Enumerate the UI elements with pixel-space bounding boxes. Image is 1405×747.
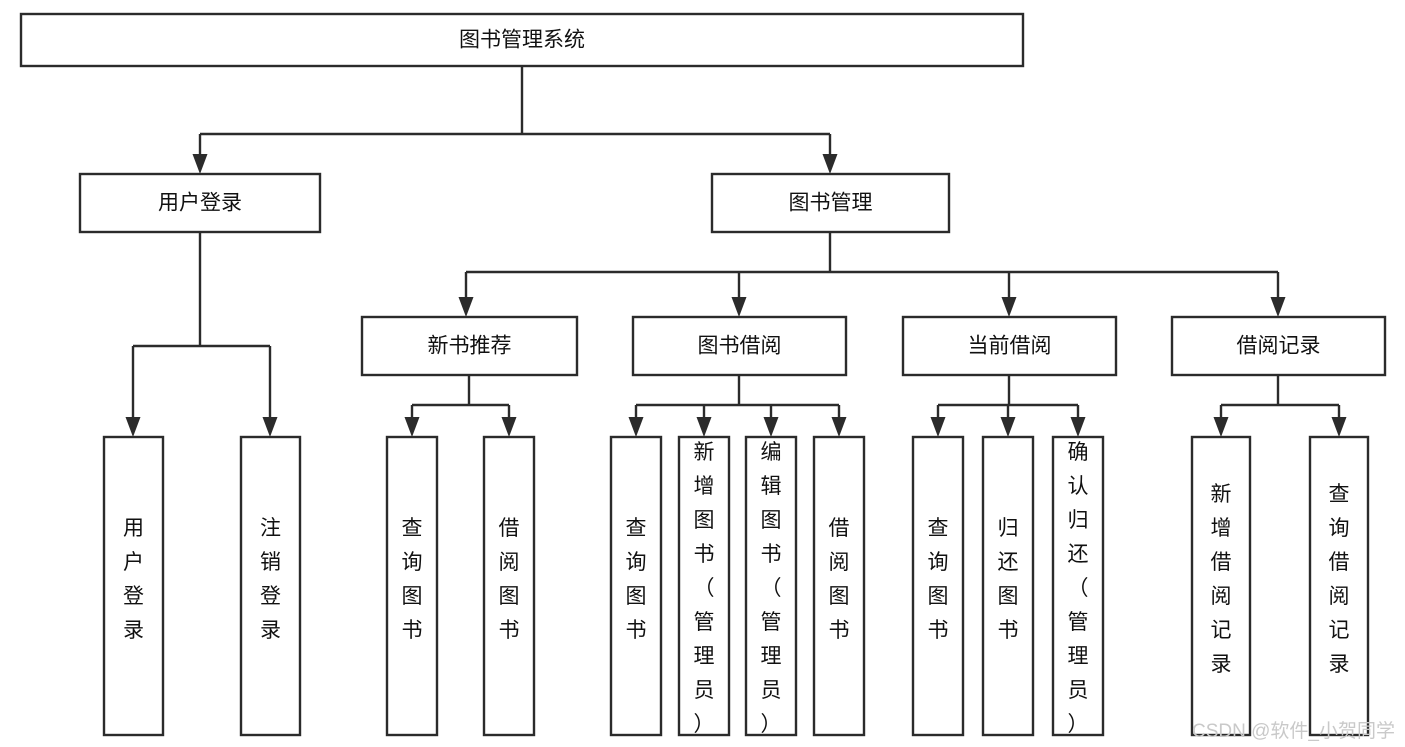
node-leaf-borrow-book[interactable]: 借阅图书 <box>812 435 866 737</box>
node-leaf-return-book[interactable]: 归还图书 <box>981 435 1035 737</box>
node-box-leaf-confirm-return-admin[interactable] <box>1051 435 1105 737</box>
node-label-leaf-borrow-book: 借阅图书 <box>829 517 850 642</box>
node-leaf-query-borrow-record[interactable]: 查询借阅记录 <box>1308 435 1370 737</box>
node-root[interactable]: 图书管理系统 <box>19 12 1025 68</box>
arrowhead-icon <box>1000 417 1016 437</box>
connector-book-borrow <box>628 375 847 437</box>
arrowhead-icon <box>1213 417 1229 437</box>
node-leaf-query-book-current[interactable]: 查询图书 <box>911 435 965 737</box>
node-box-leaf-add-borrow-record[interactable] <box>1190 435 1252 737</box>
node-box-book-management[interactable] <box>710 172 951 234</box>
node-label-leaf-query-book-current: 查询图书 <box>928 517 949 642</box>
node-box-root[interactable] <box>19 12 1025 68</box>
node-label-root: 图书管理系统 <box>459 29 585 52</box>
node-label-leaf-borrow-book-recommend: 借阅图书 <box>499 517 520 642</box>
arrowhead-icon <box>1270 297 1286 317</box>
node-leaf-add-borrow-record[interactable]: 新增借阅记录 <box>1190 435 1252 737</box>
arrowhead-icon <box>822 154 838 174</box>
connector-user-login <box>125 232 278 437</box>
csdn-watermark: CSDN @软件_小贺同学 <box>1192 720 1395 742</box>
node-box-leaf-query-book-recommend[interactable] <box>385 435 439 737</box>
node-leaf-logout[interactable]: 注销登录 <box>239 435 302 737</box>
node-leaf-query-book-borrow[interactable]: 查询图书 <box>609 435 663 737</box>
arrowhead-icon <box>696 417 712 437</box>
node-label-leaf-return-book: 归还图书 <box>998 517 1019 642</box>
arrowhead-icon <box>192 154 208 174</box>
arrowhead-icon <box>628 417 644 437</box>
node-layer: 图书管理系统用户登录图书管理新书推荐图书借阅当前借阅借阅记录用户登录注销登录查询… <box>19 12 1387 737</box>
node-box-leaf-borrow-book-recommend[interactable] <box>482 435 536 737</box>
arrowhead-icon <box>458 297 474 317</box>
connector-current-borrow <box>930 375 1086 437</box>
arrowhead-icon <box>1001 297 1017 317</box>
node-book-borrow[interactable]: 图书借阅 <box>631 315 848 377</box>
node-leaf-query-book-recommend[interactable]: 查询图书 <box>385 435 439 737</box>
node-box-user-login[interactable] <box>78 172 322 234</box>
node-label-leaf-add-borrow-record: 新增借阅记录 <box>1211 483 1232 676</box>
node-leaf-borrow-book-recommend[interactable]: 借阅图书 <box>482 435 536 737</box>
arrowhead-icon <box>501 417 517 437</box>
node-box-leaf-user-login[interactable] <box>102 435 165 737</box>
node-label-current-borrow: 当前借阅 <box>968 335 1052 358</box>
node-leaf-add-book-admin[interactable]: 新增图书（管理员） <box>677 435 731 737</box>
node-box-leaf-edit-book-admin[interactable] <box>744 435 798 737</box>
node-label-leaf-edit-book-admin: 编辑图书（管理员） <box>761 441 782 736</box>
node-label-leaf-confirm-return-admin: 确认归还（管理员） <box>1068 441 1089 736</box>
connector-book-management <box>458 232 1286 317</box>
node-box-leaf-query-book-current[interactable] <box>911 435 965 737</box>
node-label-leaf-logout: 注销登录 <box>260 517 281 642</box>
node-leaf-edit-book-admin[interactable]: 编辑图书（管理员） <box>744 435 798 737</box>
node-leaf-confirm-return-admin[interactable]: 确认归还（管理员） <box>1051 435 1105 737</box>
node-current-borrow[interactable]: 当前借阅 <box>901 315 1118 377</box>
node-label-leaf-query-borrow-record: 查询借阅记录 <box>1329 483 1350 676</box>
node-box-leaf-query-book-borrow[interactable] <box>609 435 663 737</box>
node-box-book-borrow[interactable] <box>631 315 848 377</box>
node-label-book-borrow: 图书借阅 <box>698 335 782 358</box>
node-book-management[interactable]: 图书管理 <box>710 172 951 234</box>
node-label-user-login: 用户登录 <box>158 192 242 215</box>
arrowhead-icon <box>1070 417 1086 437</box>
node-label-new-book-recommend: 新书推荐 <box>428 335 512 358</box>
arrowhead-icon <box>930 417 946 437</box>
arrowhead-icon <box>831 417 847 437</box>
node-box-leaf-logout[interactable] <box>239 435 302 737</box>
node-leaf-user-login[interactable]: 用户登录 <box>102 435 165 737</box>
node-box-leaf-borrow-book[interactable] <box>812 435 866 737</box>
connector-borrow-record <box>1213 375 1347 437</box>
node-new-book-recommend[interactable]: 新书推荐 <box>360 315 579 377</box>
connector-root <box>192 66 838 174</box>
arrowhead-icon <box>763 417 779 437</box>
node-label-book-management: 图书管理 <box>789 192 873 215</box>
node-box-leaf-query-borrow-record[interactable] <box>1308 435 1370 737</box>
node-label-leaf-add-book-admin: 新增图书（管理员） <box>694 441 715 736</box>
arrowhead-icon <box>731 297 747 317</box>
arrowhead-icon <box>262 417 278 437</box>
node-user-login[interactable]: 用户登录 <box>78 172 322 234</box>
arrowhead-icon <box>404 417 420 437</box>
node-box-leaf-return-book[interactable] <box>981 435 1035 737</box>
node-box-borrow-record[interactable] <box>1170 315 1387 377</box>
connector-new-book-recommend <box>404 375 517 437</box>
node-box-leaf-add-book-admin[interactable] <box>677 435 731 737</box>
node-label-borrow-record: 借阅记录 <box>1237 335 1321 358</box>
node-label-leaf-user-login: 用户登录 <box>123 517 144 642</box>
node-box-new-book-recommend[interactable] <box>360 315 579 377</box>
node-label-leaf-query-book-recommend: 查询图书 <box>402 517 423 642</box>
node-borrow-record[interactable]: 借阅记录 <box>1170 315 1387 377</box>
connector-layer <box>125 66 1347 437</box>
node-box-current-borrow[interactable] <box>901 315 1118 377</box>
arrowhead-icon <box>125 417 141 437</box>
node-label-leaf-query-book-borrow: 查询图书 <box>626 517 647 642</box>
arrowhead-icon <box>1331 417 1347 437</box>
